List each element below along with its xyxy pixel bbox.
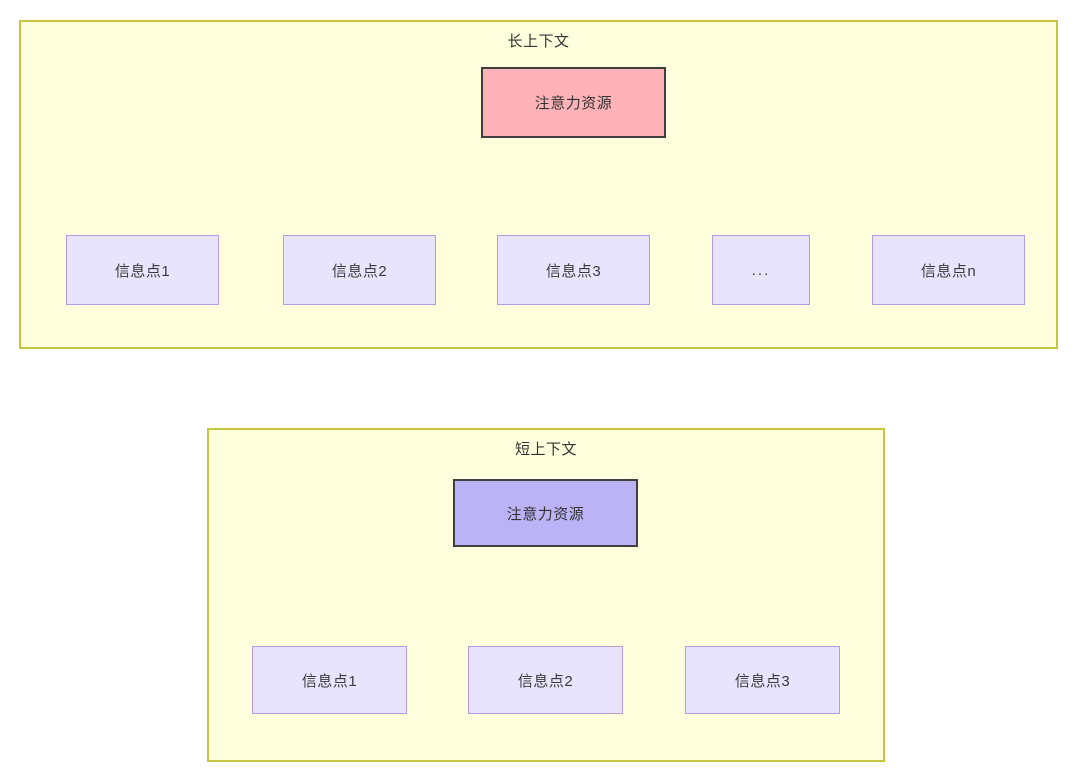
node-info-point-1-short[interactable]: 信息点1 (252, 646, 407, 714)
node-info-point-3-long[interactable]: 信息点3 (497, 235, 650, 305)
node-attention-resource-long[interactable]: 注意力资源 (481, 67, 666, 138)
node-info-point-n-long[interactable]: 信息点n (872, 235, 1025, 305)
node-info-point-1-long[interactable]: 信息点1 (66, 235, 219, 305)
node-info-point-2-long[interactable]: 信息点2 (283, 235, 436, 305)
node-info-point-ellipsis-long[interactable]: ... (712, 235, 810, 305)
node-info-point-2-short[interactable]: 信息点2 (468, 646, 623, 714)
node-attention-resource-short[interactable]: 注意力资源 (453, 479, 638, 547)
node-info-point-3-short[interactable]: 信息点3 (685, 646, 840, 714)
group-short-context-title: 短上下文 (514, 441, 577, 458)
group-long-context-title: 长上下文 (507, 33, 570, 50)
